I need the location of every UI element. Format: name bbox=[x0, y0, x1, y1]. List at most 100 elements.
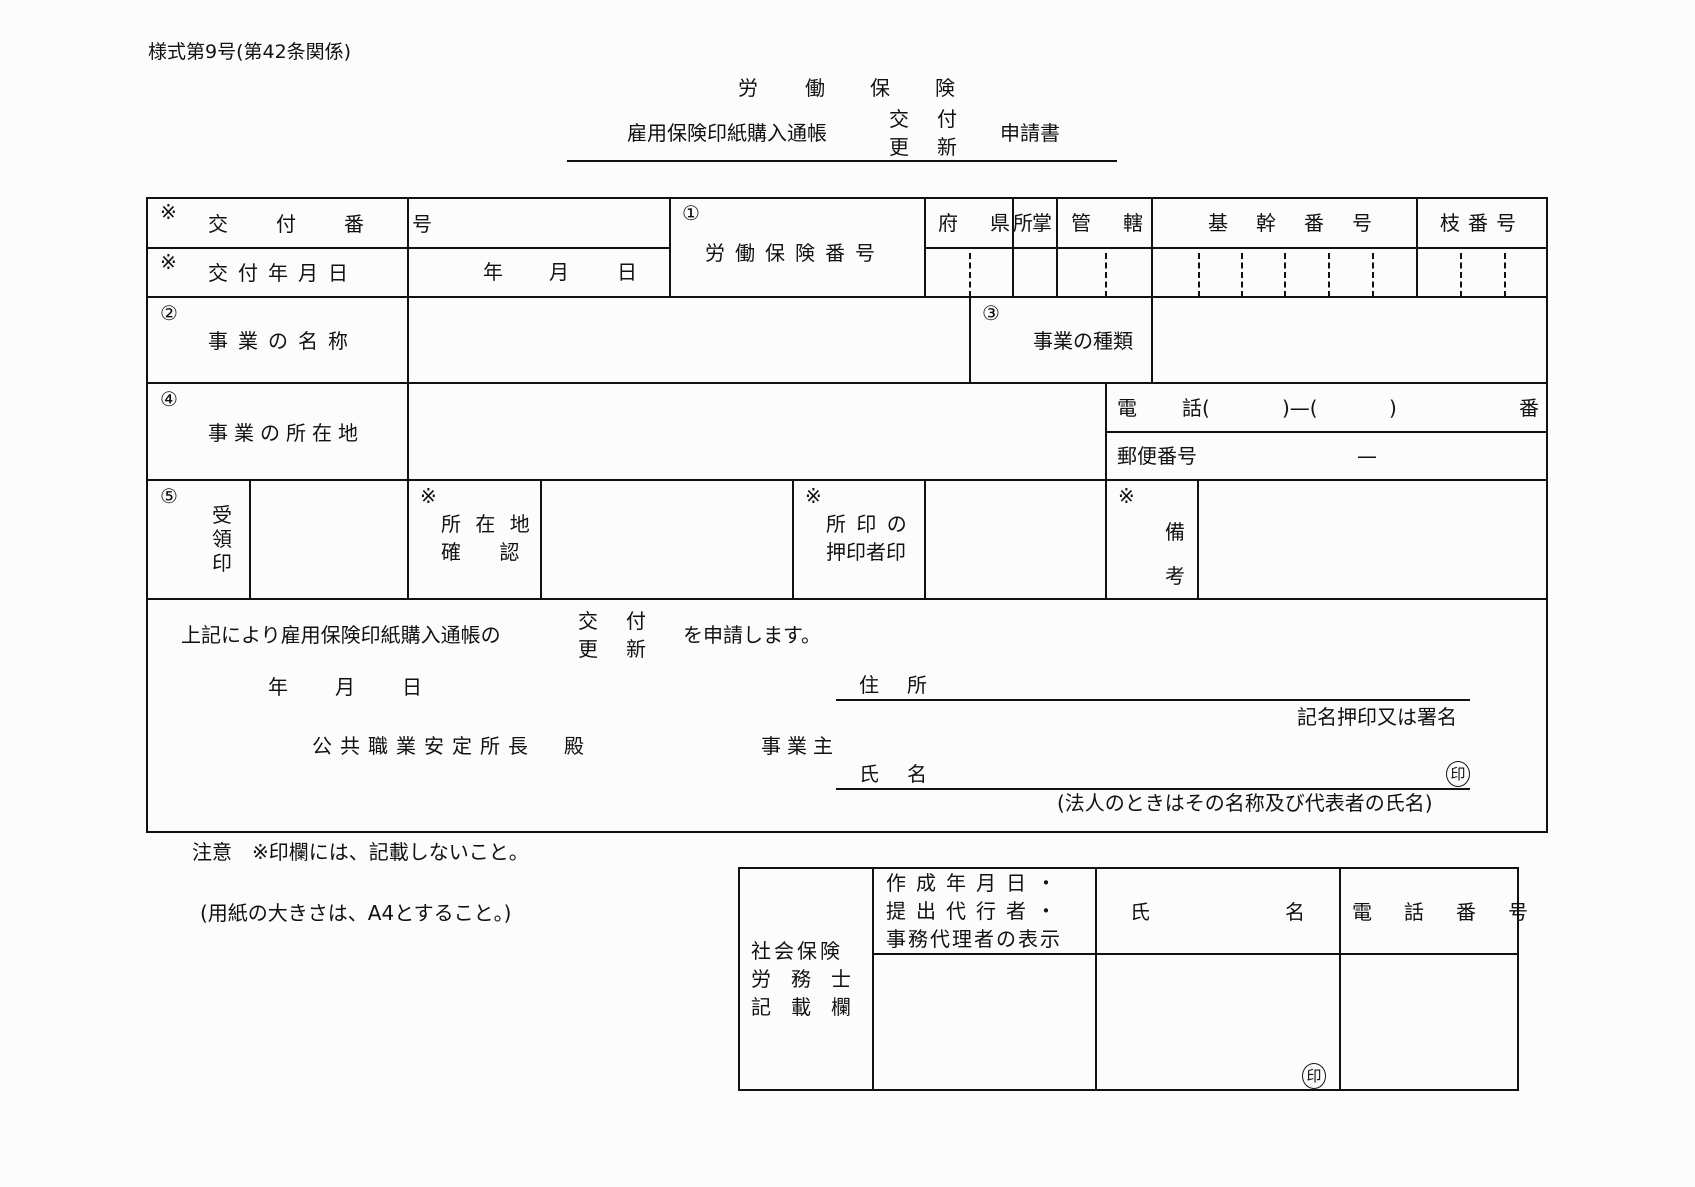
jurisdiction-field[interactable] bbox=[1014, 249, 1056, 296]
issue-number-label: 交 付 番 号 bbox=[208, 212, 446, 236]
address-label: 住 所 bbox=[859, 673, 931, 697]
required-mark: ※ bbox=[805, 484, 822, 508]
digit-separator bbox=[1460, 253, 1462, 297]
stamper-label: 所 印 の bbox=[826, 512, 909, 536]
postal-dash: — bbox=[1357, 444, 1377, 468]
phone-separator: )—( bbox=[1282, 396, 1318, 420]
digit-separator bbox=[1241, 253, 1243, 297]
employer-name-field[interactable] bbox=[920, 757, 1440, 787]
remarks-label: 備 bbox=[1165, 520, 1185, 544]
required-mark: ※ bbox=[420, 484, 437, 508]
col-divider bbox=[1056, 197, 1058, 297]
business-type-label: 事業の種類 bbox=[1033, 329, 1133, 353]
col-divider bbox=[1416, 197, 1418, 297]
phone-suffix: 番 bbox=[1519, 396, 1539, 420]
stamper-seal-field[interactable] bbox=[926, 481, 1105, 598]
col-divider bbox=[872, 867, 874, 1091]
sharoushi-phone-field[interactable] bbox=[1341, 955, 1517, 1089]
title-underline bbox=[567, 160, 1117, 162]
row-divider bbox=[146, 382, 1548, 384]
jurisdiction-header: 所掌 bbox=[1013, 211, 1052, 235]
col-divider bbox=[924, 479, 926, 599]
title-suffix: 申請書 bbox=[1000, 121, 1060, 145]
labor-insurance-number-label: 労働保険番号 bbox=[705, 241, 885, 265]
business-name-field[interactable] bbox=[409, 298, 969, 382]
phone-field[interactable]: 電 話( )—( ) 番 bbox=[1107, 384, 1546, 431]
col-divider bbox=[669, 197, 671, 297]
row-divider bbox=[146, 598, 1548, 600]
business-type-field[interactable] bbox=[1153, 298, 1546, 382]
prepared-date-field[interactable] bbox=[874, 955, 1095, 1089]
name-header: 氏 bbox=[1130, 900, 1150, 924]
location-check-label: 確 認 bbox=[441, 540, 524, 564]
issue-date-label: 交付年月日 bbox=[208, 261, 358, 285]
address-underline bbox=[836, 699, 1470, 701]
base-number-header: 基 幹 番 号 bbox=[1208, 211, 1376, 235]
month-label: 月 bbox=[335, 675, 355, 699]
corporation-note: (法人のときはその名称及び代表者の氏名) bbox=[1057, 791, 1433, 815]
prepared-date-header: 作成年月日・ bbox=[886, 871, 1066, 895]
remarks-label: 考 bbox=[1165, 564, 1185, 588]
table-border bbox=[146, 197, 1548, 199]
day-label: 日 bbox=[617, 260, 637, 284]
item-number-3: ③ bbox=[982, 301, 1000, 325]
declaration-option-renew: 更 新 bbox=[578, 637, 650, 661]
col-divider bbox=[407, 197, 409, 483]
receipt-seal-field[interactable] bbox=[251, 481, 407, 598]
required-mark: ※ bbox=[160, 250, 177, 274]
receipt-seal-label: 受領印 bbox=[212, 503, 232, 575]
required-mark: ※ bbox=[160, 200, 177, 224]
declaration-suffix: を申請します。 bbox=[683, 623, 821, 647]
branch-number-field[interactable] bbox=[1418, 249, 1546, 296]
paper-size-note: (用紙の大きさは、A4とすること。) bbox=[200, 901, 512, 925]
phone-close: ) bbox=[1389, 396, 1397, 420]
col-divider bbox=[969, 296, 971, 383]
box-border bbox=[738, 1089, 1519, 1091]
title-option-issue: 交 付 bbox=[889, 107, 961, 131]
application-date-field[interactable]: 年 月 日 bbox=[260, 674, 440, 702]
addressee: 公共職業安定所長 殿 bbox=[312, 734, 592, 758]
row-divider bbox=[924, 247, 1548, 249]
postal-code-field[interactable]: 郵便番号 — bbox=[1107, 433, 1546, 479]
col-divider bbox=[792, 479, 794, 599]
box-border bbox=[738, 867, 1519, 869]
remarks-field[interactable] bbox=[1199, 481, 1546, 598]
name-header: 名 bbox=[1285, 900, 1305, 924]
title-char: 保 bbox=[870, 76, 890, 100]
employer-address-field[interactable] bbox=[920, 668, 1470, 698]
sharoushi-title: 労 務 士 bbox=[751, 967, 851, 991]
base-number-field[interactable] bbox=[1153, 249, 1416, 296]
caution-note: 注意 ※印欄には、記載しないこと。 bbox=[192, 840, 529, 864]
district-field[interactable] bbox=[1058, 249, 1151, 296]
declaration-text: 上記により雇用保険印紙購入通帳の bbox=[181, 623, 501, 647]
item-number-2: ② bbox=[160, 301, 178, 325]
col-divider bbox=[1197, 479, 1199, 599]
phone-label-a: 電 bbox=[1117, 396, 1137, 420]
location-check-field[interactable] bbox=[542, 481, 792, 598]
required-mark: ※ bbox=[1118, 484, 1135, 508]
row-divider bbox=[1105, 431, 1548, 433]
issue-date-field[interactable]: 年 月 日 bbox=[409, 249, 669, 296]
digit-separator bbox=[969, 253, 971, 297]
box-border bbox=[1517, 867, 1519, 1091]
business-name-label: 事業の名称 bbox=[208, 329, 358, 353]
prefecture-field[interactable] bbox=[926, 249, 1012, 296]
postal-label: 郵便番号 bbox=[1117, 444, 1197, 468]
sign-note: 記名押印又は署名 bbox=[1297, 705, 1457, 729]
col-divider bbox=[1105, 479, 1107, 599]
business-address-field[interactable] bbox=[409, 384, 1105, 479]
col-divider bbox=[540, 479, 542, 599]
table-border bbox=[146, 197, 148, 833]
issue-number-field[interactable] bbox=[409, 199, 669, 247]
digit-separator bbox=[1504, 253, 1506, 297]
month-label: 月 bbox=[549, 260, 569, 284]
form-number-label: 様式第9号(第42条関係) bbox=[148, 41, 352, 63]
title-char: 険 bbox=[935, 76, 955, 100]
col-divider bbox=[1151, 197, 1153, 383]
title-prefix: 雇用保険印紙購入通帳 bbox=[627, 121, 827, 145]
prefecture-header: 府 県 bbox=[938, 211, 1016, 235]
declaration-option-issue: 交 付 bbox=[578, 609, 650, 633]
col-divider bbox=[1339, 867, 1341, 1091]
col-divider bbox=[924, 197, 926, 297]
district-header: 管 轄 bbox=[1071, 211, 1149, 235]
